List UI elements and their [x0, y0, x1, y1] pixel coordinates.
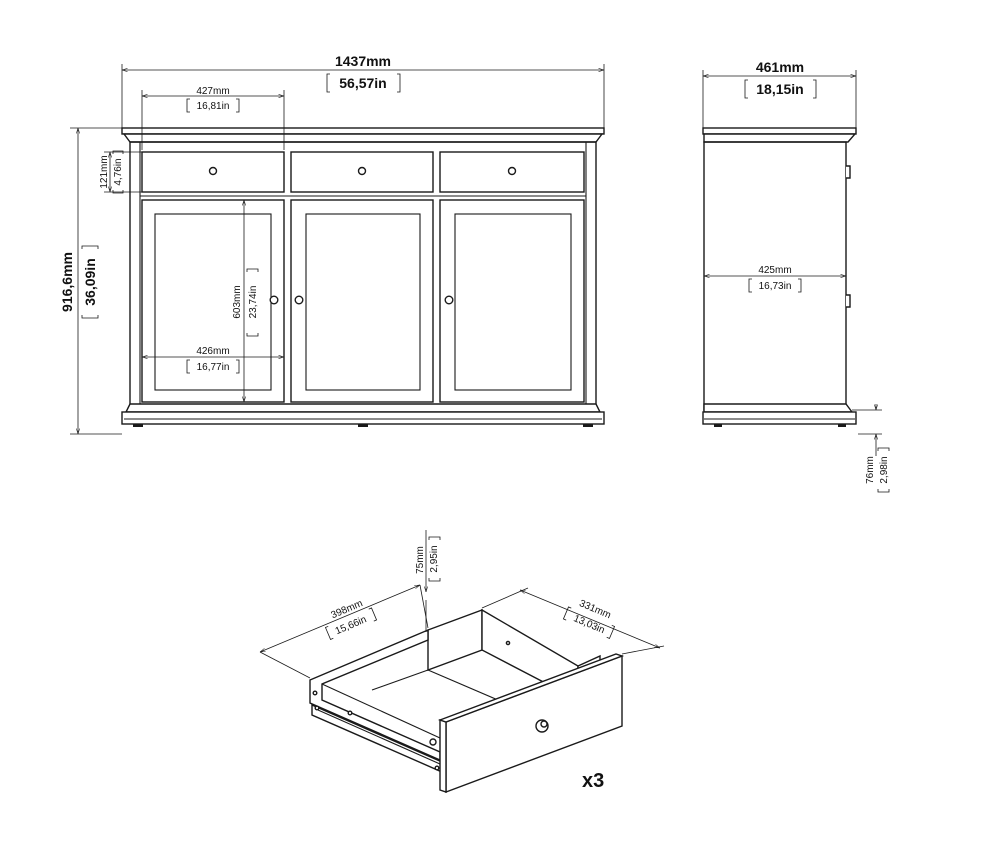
drawer-knob-icon	[357, 166, 367, 176]
drawer-iso-view	[309, 608, 625, 794]
side-depth-in: 18,15in	[756, 81, 803, 97]
side-depth-mm: 461mm	[756, 59, 804, 75]
drawer-knob-icon	[208, 166, 218, 176]
drawer-quantity: x3	[582, 770, 604, 792]
front-door-middle	[290, 199, 434, 403]
door-height-mm: 603mm	[232, 285, 243, 318]
drawer-width-in: 16,81in	[197, 101, 230, 112]
overall-width-in: 56,57in	[339, 75, 386, 91]
front-door-right	[439, 199, 585, 403]
door-width-in: 16,77in	[197, 362, 230, 373]
overall-height-mm: 916,6mm	[59, 252, 75, 312]
drawer-iso-height-in: 2,95in	[429, 545, 440, 572]
side-dimensions: 461mm 18,15in 425mm 16,73in 76mm 2,98in	[702, 59, 890, 493]
drawer-height-mm: 121mm	[99, 155, 110, 188]
door-knob-icon	[269, 295, 279, 305]
drawer-height-in: 4,76in	[113, 158, 124, 185]
door-height-in: 23,74in	[248, 286, 259, 319]
drawer-iso-height-mm: 75mm	[415, 546, 426, 574]
side-view	[702, 127, 857, 427]
inner-depth-mm: 425mm	[758, 265, 791, 276]
inner-depth-in: 16,73in	[759, 281, 792, 292]
door-knob-icon	[444, 295, 454, 305]
drawer-knob-icon	[507, 166, 517, 176]
drawer-width-mm: 427mm	[196, 86, 229, 97]
foot-height-mm: 76mm	[865, 456, 876, 484]
front-view	[121, 127, 605, 427]
door-width-mm: 426mm	[196, 346, 229, 357]
overall-width-mm: 1437mm	[335, 53, 391, 69]
door-knob-icon	[294, 295, 304, 305]
overall-height-in: 36,09in	[82, 258, 98, 305]
foot-height-in: 2,98in	[879, 456, 890, 483]
front-dimensions: 1437mm 56,57in 427mm 16,81in 916,6mm 36,…	[59, 53, 605, 435]
front-door-left	[141, 199, 285, 403]
